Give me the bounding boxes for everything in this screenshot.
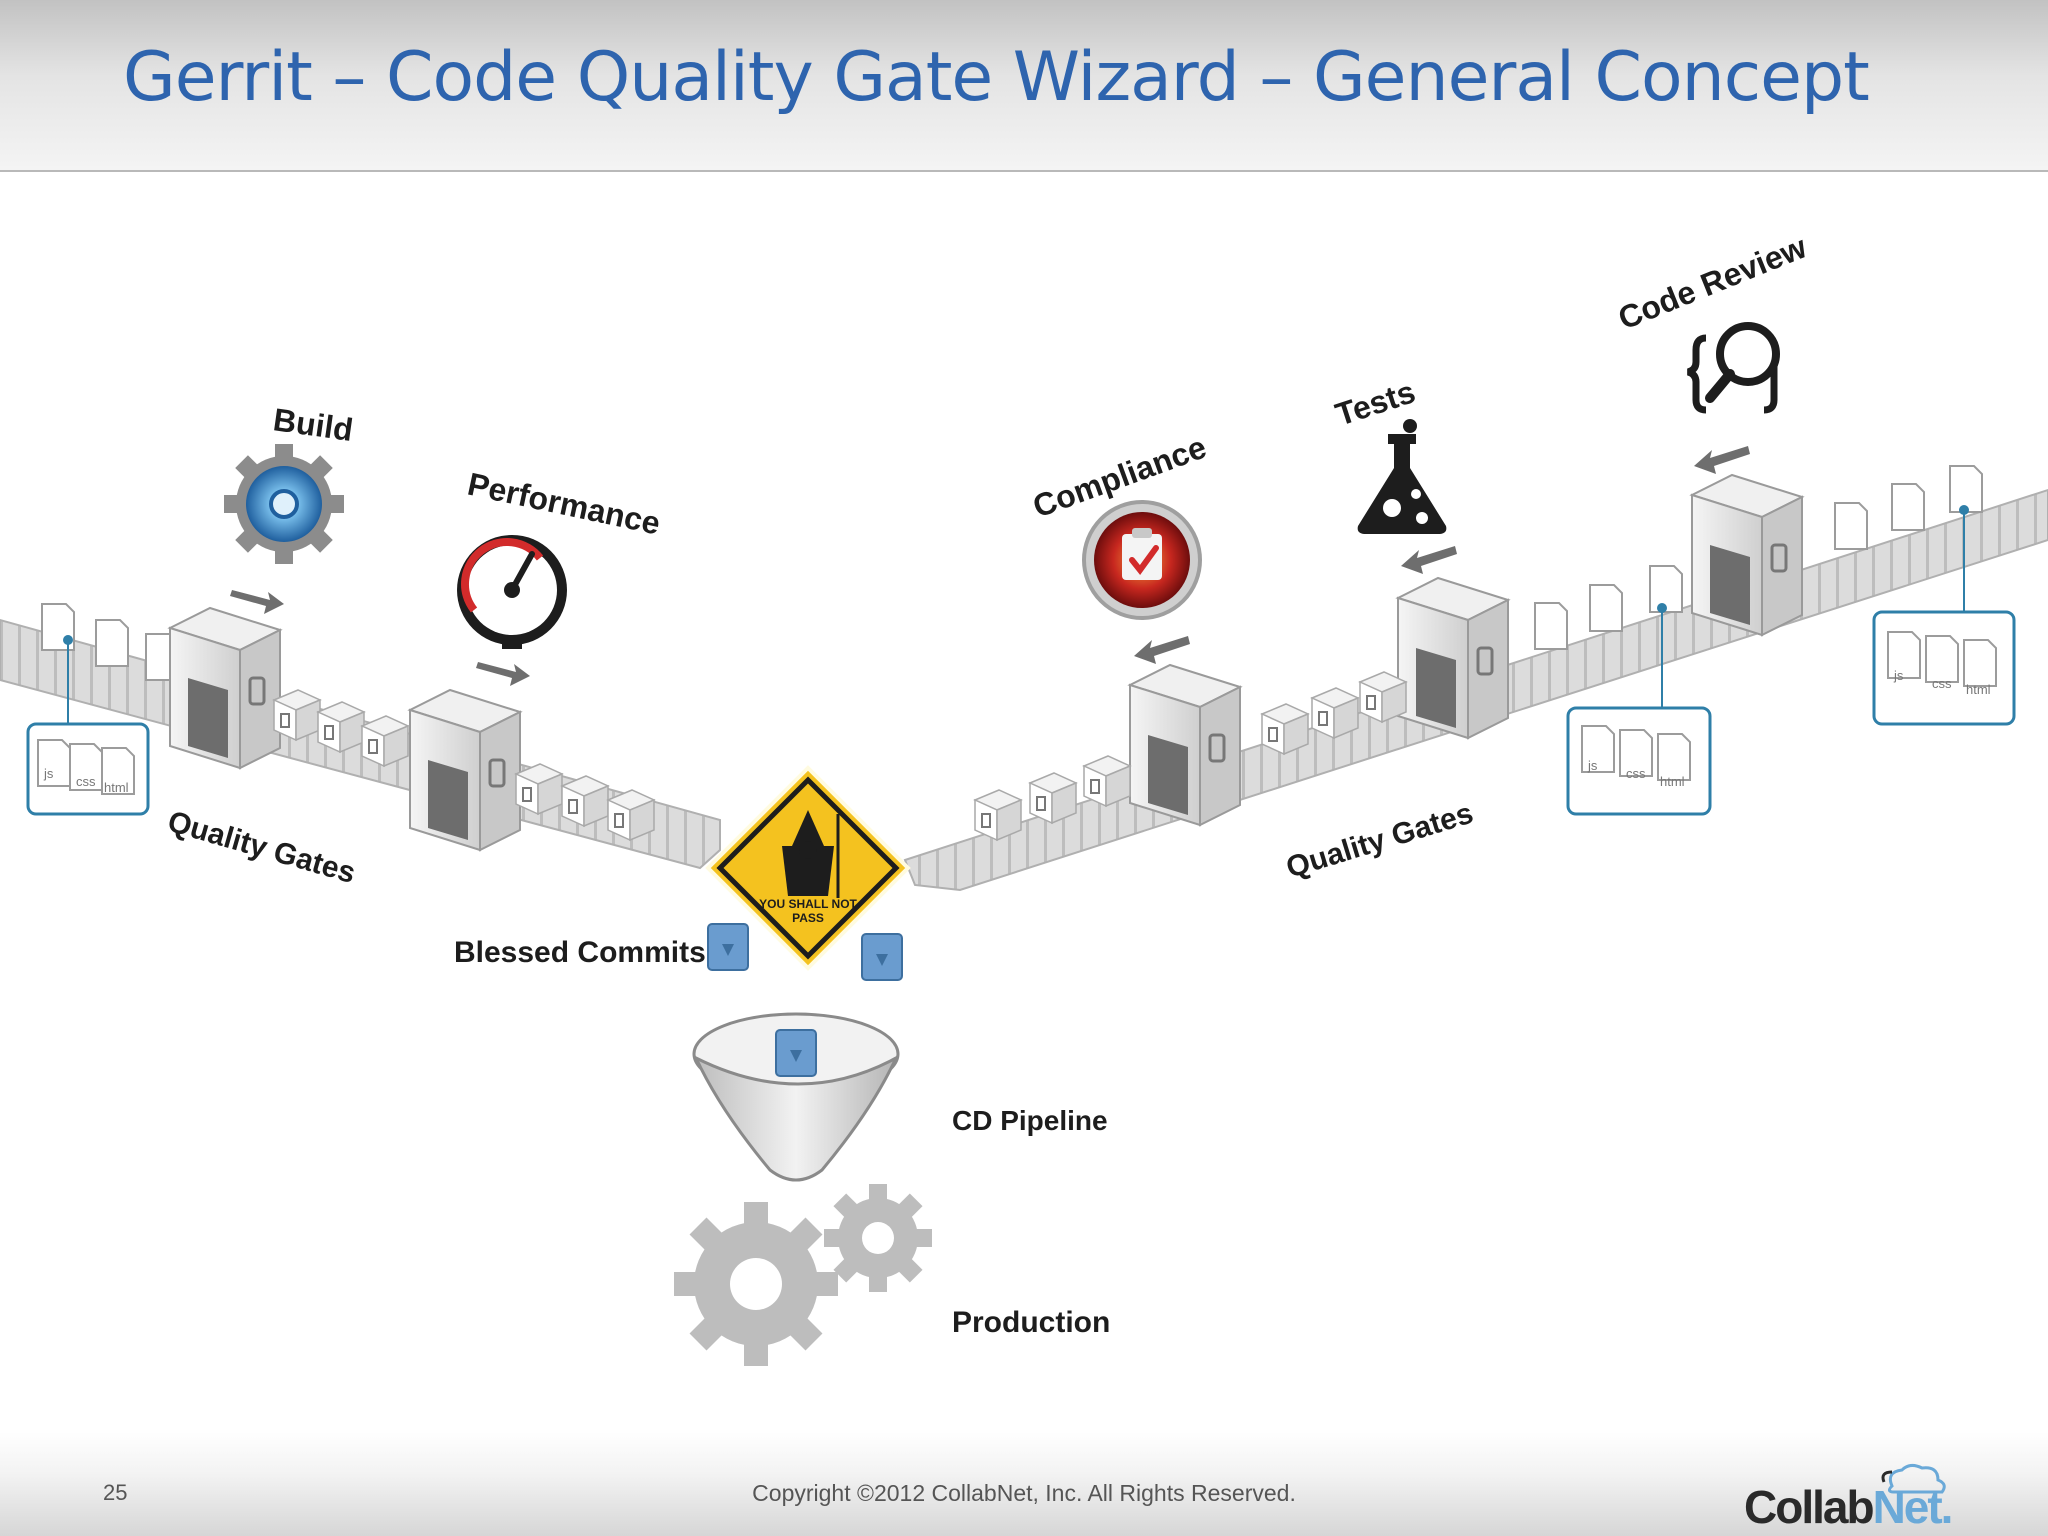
slide-title: Gerrit – Code Quality Gate Wizard – Gene…: [123, 38, 1870, 117]
label-cd-pipeline: CD Pipeline: [952, 1105, 1108, 1136]
label-build: Build: [271, 401, 355, 448]
sign-text-line1: YOU SHALL NOT: [759, 897, 857, 911]
label-code-review: Code Review: [1613, 228, 1811, 336]
tests-gate: [1396, 576, 1510, 740]
gears-icon: [674, 1184, 932, 1366]
slide-header: Gerrit – Code Quality Gate Wizard – Gene…: [0, 0, 2048, 172]
gear-icon: [224, 444, 344, 564]
build-gate: [168, 606, 282, 770]
file-label-css: css: [76, 774, 96, 789]
quality-gate-diagram: js css html js css html js css html: [0, 228, 2048, 1366]
file-label-html: html: [104, 780, 129, 795]
label-quality-gates-left: Quality Gates: [164, 805, 359, 890]
file-label-js: js: [1587, 758, 1598, 773]
slide-footer: 25 Copyright ©2012 CollabNet, Inc. All R…: [0, 1432, 2048, 1536]
file-label-css: css: [1626, 766, 1646, 781]
funnel-icon: [692, 1012, 900, 1182]
collabnet-logo: CollabNet.: [1744, 1462, 1954, 1533]
code-review-gate: [1690, 473, 1804, 637]
file-label-js: js: [43, 766, 54, 781]
label-blessed-commits: Blessed Commits: [454, 936, 706, 969]
page-number: 25: [103, 1480, 128, 1505]
right-source-files-card: [1872, 505, 2016, 726]
file-label-css: css: [1932, 676, 1952, 691]
blessed-commit-box: [707, 923, 749, 971]
logo-text-light: Net.: [1872, 1481, 1954, 1533]
logo-text: CollabNet.: [1744, 1480, 1954, 1534]
performance-gate: [408, 688, 522, 852]
label-production: Production: [952, 1306, 1110, 1339]
clipboard-check-icon: [1082, 500, 1202, 620]
cloud-icon: [1881, 1463, 1946, 1494]
copyright-text: Copyright ©2012 CollabNet, Inc. All Righ…: [752, 1480, 1296, 1506]
logo-text-dark: Collab: [1744, 1481, 1875, 1533]
left-source-files-card: [26, 635, 150, 816]
compliance-gate: [1128, 663, 1242, 827]
middle-source-files-card: [1566, 603, 1712, 816]
speedometer-icon: [457, 535, 567, 649]
flask-icon: [1357, 419, 1447, 534]
file-label-html: html: [1966, 682, 1991, 697]
file-label-html: html: [1660, 774, 1685, 789]
magnifier-code-icon: [1686, 322, 1780, 414]
wizard-warning-sign-icon: YOU SHALL NOT PASS: [705, 765, 911, 971]
blessed-commit-box: [861, 933, 903, 981]
label-quality-gates-right: Quality Gates: [1282, 797, 1477, 885]
sign-text-line2: PASS: [792, 911, 824, 925]
label-performance: Performance: [465, 466, 664, 542]
file-label-js: js: [1893, 668, 1904, 683]
